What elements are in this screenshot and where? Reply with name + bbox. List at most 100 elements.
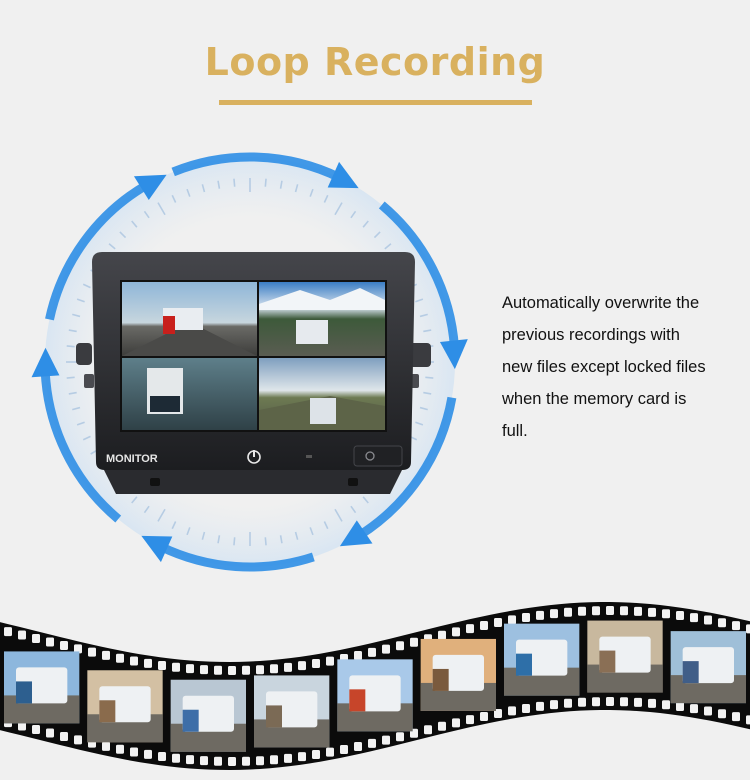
sprocket-hole <box>130 656 138 666</box>
tick-mark <box>201 184 206 193</box>
sprocket-hole <box>228 665 236 675</box>
sprocket-hole <box>284 753 292 763</box>
tick-mark <box>419 406 428 411</box>
sprocket-hole <box>186 755 194 765</box>
sprocket-hole <box>270 755 278 765</box>
sprocket-hole <box>18 721 26 731</box>
sprocket-hole <box>620 606 628 616</box>
description-line: Automatically overwrite the <box>502 294 700 312</box>
sprocket-hole <box>564 698 572 708</box>
menu-button <box>353 445 403 467</box>
sprocket-hole <box>242 665 250 675</box>
tick-mark <box>373 231 381 239</box>
loop-arrow-arc <box>158 542 315 572</box>
tick-mark <box>72 313 81 318</box>
loop-arrow-arc <box>45 180 150 321</box>
film-frame <box>504 623 580 696</box>
sprocket-hole <box>368 738 376 748</box>
sprocket-hole <box>298 661 306 671</box>
tick-mark <box>264 178 267 187</box>
sprocket-hole <box>438 630 446 640</box>
tick-mark <box>186 188 191 197</box>
sprocket-hole <box>578 606 586 616</box>
loop-arrow-arc <box>40 368 122 523</box>
sprocket-hole <box>74 644 82 654</box>
loop-arrow-arc <box>171 152 342 182</box>
sprocket-hole <box>4 627 12 637</box>
sprocket-hole <box>368 647 376 657</box>
film-frame <box>87 670 163 743</box>
tick-mark <box>66 376 75 379</box>
monitor-device: MONITOR <box>76 252 431 494</box>
tick-mark <box>362 496 369 504</box>
arrowhead-icon <box>439 339 468 370</box>
sprocket-hole <box>550 700 558 710</box>
tick-mark <box>217 180 221 189</box>
film-frame <box>337 659 413 732</box>
tick-mark <box>171 194 177 203</box>
tick-mark <box>415 298 424 303</box>
film-strip <box>0 602 750 770</box>
sprocket-hole <box>704 615 712 625</box>
tick-mark <box>157 508 166 522</box>
sprocket-hole <box>298 752 306 762</box>
sprocket-hole <box>634 606 642 616</box>
arrowhead-icon <box>141 535 173 563</box>
camera-view-4 <box>259 358 385 430</box>
sprocket-hole <box>648 607 656 617</box>
camera-view-3 <box>122 358 257 430</box>
camera-view-2 <box>259 282 385 356</box>
tick-mark <box>68 329 77 333</box>
sprocket-hole <box>690 704 698 714</box>
sprocket-hole <box>578 697 586 707</box>
description-line: full. <box>502 422 528 440</box>
loop-arrow-ring <box>31 152 468 572</box>
sprocket-hole <box>102 741 110 751</box>
film-frame <box>170 679 246 752</box>
sprocket-hole <box>18 630 26 640</box>
tick-mark <box>264 537 267 546</box>
sprocket-hole <box>270 664 278 674</box>
sprocket-hole <box>690 613 698 623</box>
sprocket-hole <box>662 700 670 710</box>
tick-mark <box>294 184 299 193</box>
sprocket-hole <box>326 747 334 757</box>
left-knob <box>76 343 92 365</box>
sprocket-hole <box>662 609 670 619</box>
sprocket-hole <box>592 697 600 707</box>
sprocket-hole <box>564 607 572 617</box>
sprocket-hole <box>452 627 460 637</box>
tick-mark <box>384 243 392 250</box>
sprocket-hole <box>676 611 684 621</box>
sprocket-hole <box>396 732 404 742</box>
loop-arrow-arc <box>356 396 457 540</box>
sprocket-hole <box>494 618 502 628</box>
sprocket-hole <box>480 711 488 721</box>
sprocket-hole <box>718 709 726 719</box>
sprocket-hole <box>424 725 432 735</box>
tick-mark <box>279 535 283 544</box>
sprocket-hole <box>606 606 614 616</box>
sprocket-hole <box>46 637 54 647</box>
sprocket-hole <box>214 756 222 766</box>
tick-mark <box>279 180 283 189</box>
tick-mark <box>76 421 85 426</box>
description-line: previous recordings with <box>502 326 680 344</box>
sprocket-hole <box>144 658 152 668</box>
sprocket-hole <box>284 662 292 672</box>
sprocket-hole <box>494 709 502 719</box>
sprocket-hole <box>354 651 362 661</box>
tick-mark <box>334 508 343 522</box>
sprocket-hole <box>46 728 54 738</box>
tick-mark <box>350 210 357 219</box>
tick-mark <box>233 537 236 546</box>
sprocket-hole <box>256 756 264 766</box>
tick-mark <box>143 210 150 219</box>
sprocket-hole <box>130 747 138 757</box>
tick-mark <box>334 202 343 216</box>
tick-mark <box>309 188 314 197</box>
film-frame <box>420 638 496 711</box>
film-frame <box>670 631 746 704</box>
sprocket-hole <box>312 659 320 669</box>
tick-mark <box>294 531 299 540</box>
